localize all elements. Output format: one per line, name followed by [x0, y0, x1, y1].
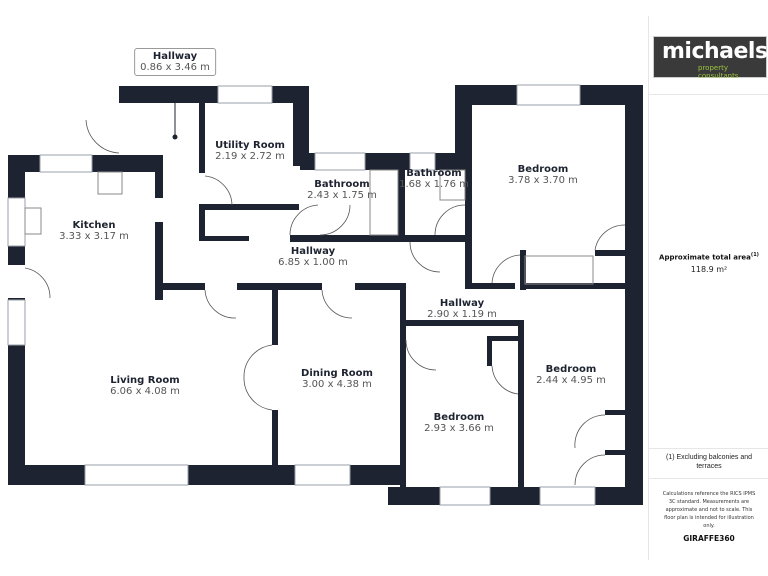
room-dims: 3.78 x 3.70 m [508, 175, 578, 186]
logo-brand: michaels [658, 39, 768, 67]
logo-tagline: property consultants [698, 64, 739, 80]
bath [369, 169, 399, 236]
area-value: 118.9 m² [690, 265, 728, 274]
credit-giraffe360: GIRAFFE360 [683, 534, 735, 543]
divider [649, 448, 768, 449]
room-dims: 0.86 x 3.46 m [140, 62, 210, 73]
room-name: Bedroom [545, 364, 597, 375]
room-dims: 2.43 x 1.75 m [307, 190, 377, 201]
room-name: Hallway [152, 51, 198, 62]
room-dims: 2.93 x 3.66 m [424, 423, 494, 434]
area-title: Approximate total area(1) [649, 252, 768, 261]
hob [97, 171, 123, 195]
room-dims: 2.90 x 1.19 m [427, 309, 497, 320]
room-dims: 3.33 x 3.17 m [59, 231, 129, 242]
room-name: Bathroom [314, 179, 370, 190]
divider [649, 478, 768, 479]
room-dims: 1.68 x 1.76 m [399, 179, 469, 190]
shower [439, 169, 466, 201]
room-dims: 3.00 x 4.38 m [302, 379, 372, 390]
sidebar: michaels property consultants Approximat… [648, 16, 768, 560]
room-name: Dining Room [301, 368, 373, 379]
room-name: Kitchen [72, 220, 116, 231]
floor-plan [7, 84, 643, 506]
walls [7, 84, 643, 506]
company-logo: michaels property consultants [653, 36, 768, 80]
room-name: Hallway [439, 298, 485, 309]
area-title-text: Approximate total area [659, 253, 751, 262]
sink [24, 207, 42, 235]
wardrobe [524, 255, 594, 285]
room-name: Hallway [290, 246, 336, 257]
room-name: Bedroom [517, 164, 569, 175]
area-note-ref: (1) [750, 252, 759, 258]
room-name: Bathroom [406, 168, 462, 179]
room-dims: 6.06 x 4.08 m [110, 386, 180, 397]
room-name: Utility Room [215, 140, 285, 151]
room-dims: 2.19 x 2.72 m [215, 151, 285, 162]
footnote: (1) Excluding balconies and terraces [666, 454, 752, 470]
room-dims: 6.85 x 1.00 m [278, 257, 348, 268]
room-name: Living Room [110, 375, 180, 386]
doors-and-fixtures [24, 103, 626, 486]
disclaimer: Calculations reference the RICS IPMS 3C … [662, 491, 756, 529]
room-dims: 2.44 x 4.95 m [536, 375, 606, 386]
room-name: Bedroom [433, 412, 485, 423]
divider [649, 94, 768, 95]
